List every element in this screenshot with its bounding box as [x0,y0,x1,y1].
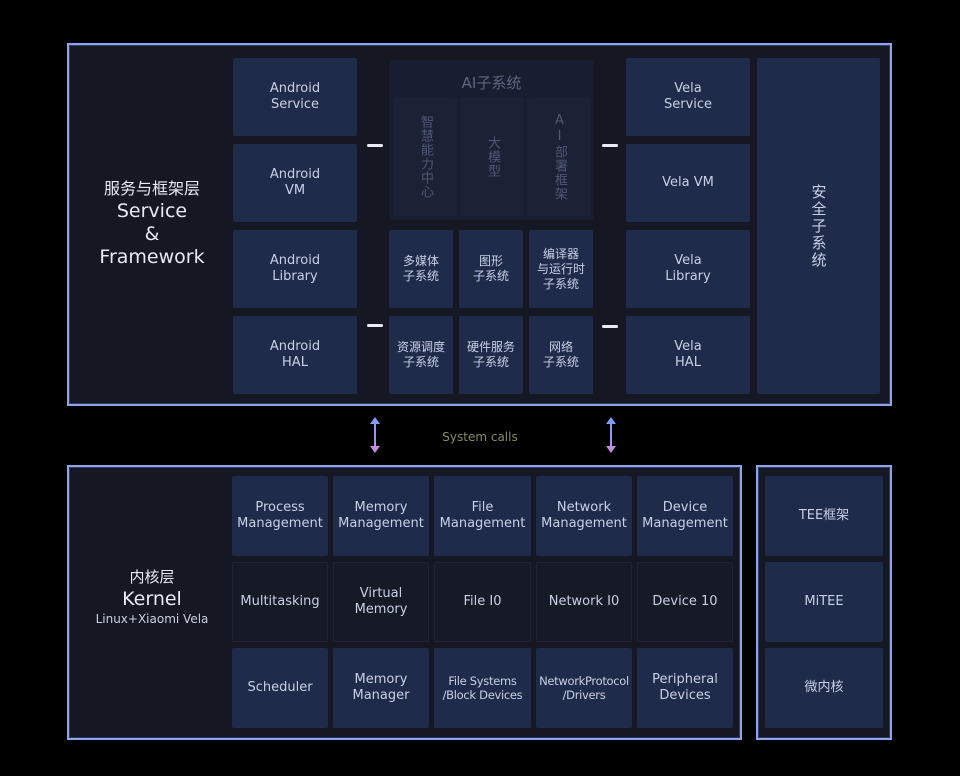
ai-column-label: 智慧能力中心 [418,115,433,199]
vela-service-block: Vela Service [626,58,750,136]
file-io-block: File I0 [434,562,531,642]
bidirectional-arrow-icon [602,144,618,147]
network-protocol-drivers-block: NetworkProtocol /Drivers [536,648,632,728]
device-management-block: Device Management [637,476,733,556]
android-hal-block: Android HAL [233,316,357,394]
ai-deployment-framework: AI部署框架 [527,98,591,216]
memory-manager-block: Memory Manager [333,648,429,728]
service-layer-title-zh: 服务与框架层 [103,179,200,198]
kernel-layer-title: 内核层 Kernel Linux+Xiaomi Vela [82,566,222,627]
network-management-block: Network Management [536,476,632,556]
vertical-bidirectional-arrow-icon [370,417,380,453]
virtual-memory-block: Virtual Memory [333,562,429,642]
ai-large-model: 大模型 [460,98,524,216]
file-management-block: File Management [434,476,531,556]
microkernel-block: 微内核 [765,648,883,728]
kernel-layer-title-en: Kernel [122,588,182,610]
device-io-block: Device 10 [637,562,733,642]
bidirectional-arrow-icon [367,324,383,327]
system-calls-label: System calls [442,430,518,444]
security-subsystem-block: 安全子系统 [757,58,880,394]
file-systems-block-devices-block: File Systems /Block Devices [434,648,531,728]
ai-column-label: 大模型 [485,136,500,178]
service-layer-title: 服务与框架层 Service & Framework [82,178,222,269]
network-subsystem-block: 网络 子系统 [529,316,593,394]
vela-library-block: Vela Library [626,230,750,308]
ai-smart-capability-center: 智慧能力中心 [393,98,457,216]
mitee-block: MiTEE [765,562,883,642]
resource-scheduling-subsystem-block: 资源调度 子系统 [389,316,453,394]
kernel-layer-subtitle: Linux+Xiaomi Vela [95,612,209,626]
multimedia-subsystem-block: 多媒体 子系统 [389,230,453,308]
graphics-subsystem-block: 图形 子系统 [459,230,523,308]
peripheral-devices-block: Peripheral Devices [637,648,733,728]
security-subsystem-label: 安全子系统 [809,183,828,269]
service-layer-title-en-2: & [144,223,160,245]
kernel-layer-title-zh: 内核层 [129,568,175,586]
ai-column-label: AI部署框架 [552,113,567,201]
service-layer-title-en-3: Framework [99,246,205,268]
network-io-block: Network I0 [536,562,632,642]
process-management-block: Process Management [232,476,328,556]
bidirectional-arrow-icon [602,325,618,328]
bidirectional-arrow-icon [367,144,383,147]
android-library-block: Android Library [233,230,357,308]
tee-framework-block: TEE框架 [765,476,883,556]
scheduler-block: Scheduler [232,648,328,728]
vertical-bidirectional-arrow-icon [606,417,616,453]
memory-management-block: Memory Management [333,476,429,556]
vela-hal-block: Vela HAL [626,316,750,394]
service-layer-title-en-1: Service [116,200,188,222]
ai-subsystem-title: AI子系统 [461,74,522,92]
hardware-service-subsystem-block: 硬件服务 子系统 [459,316,523,394]
multitasking-block: Multitasking [232,562,328,642]
vela-vm-block: Vela VM [626,144,750,222]
android-service-block: Android Service [233,58,357,136]
android-vm-block: Android VM [233,144,357,222]
compiler-runtime-subsystem-block: 编译器 与运行时 子系统 [529,230,593,308]
